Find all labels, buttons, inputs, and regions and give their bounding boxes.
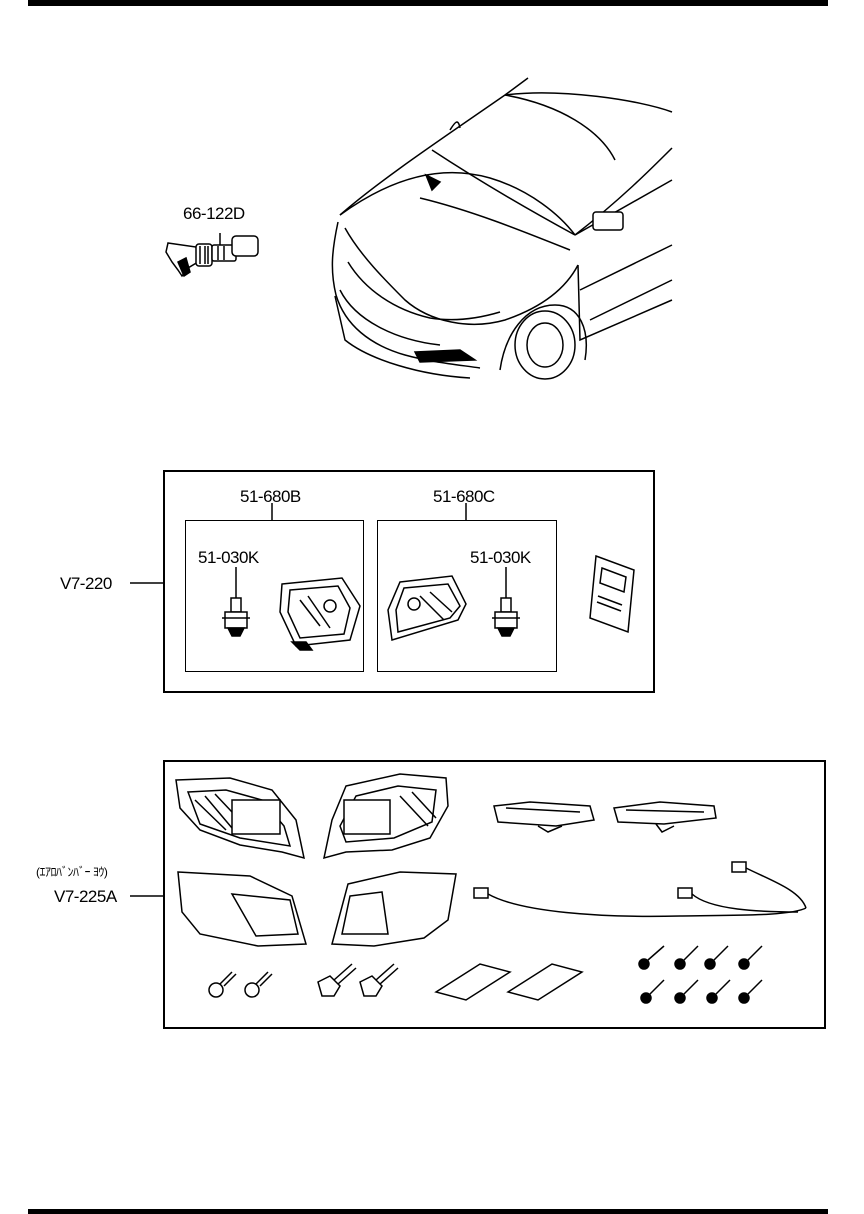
bulb-right-part-number: 51-030K [470, 548, 531, 567]
combination-switch-drawing [165, 233, 259, 278]
fog-kit-part-number: V7-220 [60, 574, 112, 593]
switch-part-number: 66-122D [183, 204, 245, 223]
right-lamp-set-box [377, 520, 557, 672]
vehicle-front-drawing [331, 77, 673, 380]
bulb-left-part-number: 51-030K [198, 548, 259, 567]
aero-kit-part-number: V7-225A [54, 887, 117, 906]
aero-bumper-kit-drawing [130, 773, 807, 1004]
bottom-border-rule [28, 1209, 828, 1214]
top-border-rule [28, 0, 828, 6]
fog-lamp-kit-box [163, 470, 655, 693]
bolt-set [208, 963, 399, 998]
lamp-left-part-number: 51-680B [240, 487, 301, 506]
left-lamp-set-box [185, 520, 364, 672]
aero-bumper-kit-box [163, 760, 826, 1029]
aero-kit-note: (ｴｱﾛﾊﾞﾝﾊﾞｰ ﾖｳ) [36, 865, 108, 879]
screw-set [638, 945, 763, 1004]
fog-lamp-kit-drawing [130, 503, 635, 651]
lamp-right-part-number: 51-680C [433, 487, 495, 506]
